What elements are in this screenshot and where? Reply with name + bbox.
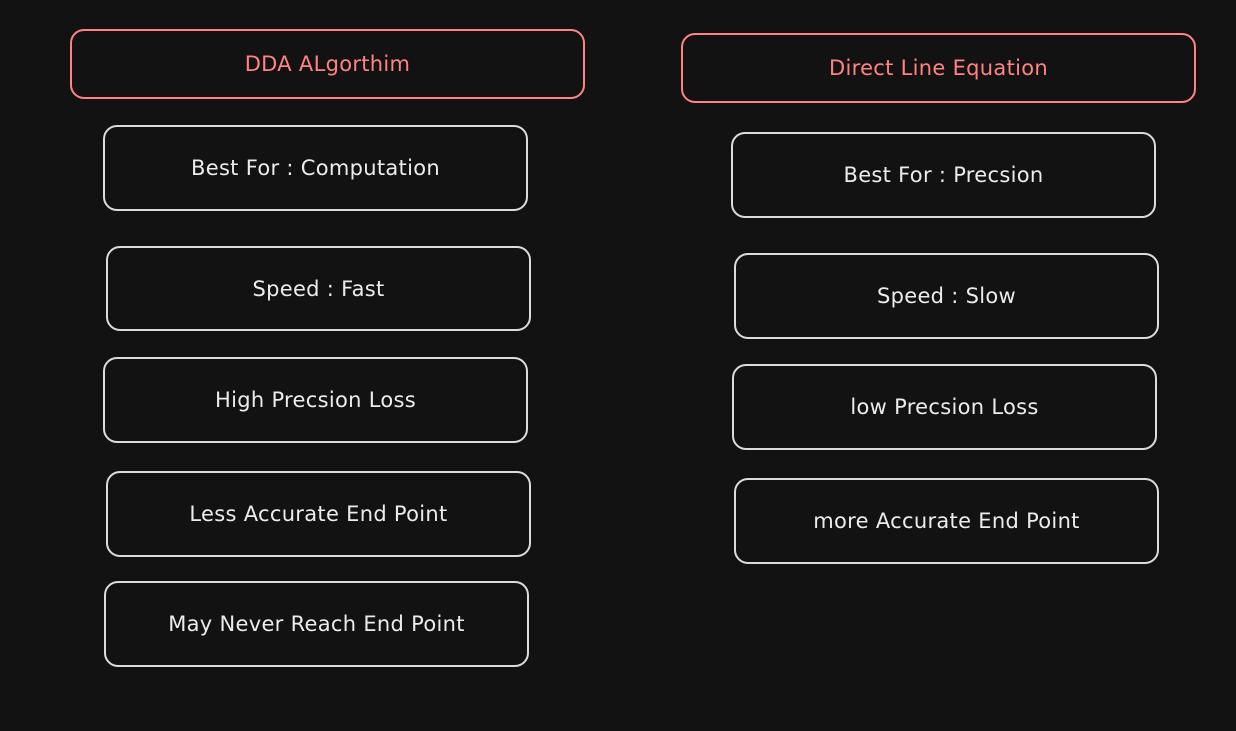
right-item-text: more Accurate End Point: [813, 509, 1080, 533]
left-item-speed: Speed : Fast: [106, 246, 531, 331]
right-header-text: Direct Line Equation: [829, 56, 1048, 80]
right-item-best-for: Best For : Precsion: [731, 132, 1156, 218]
left-header-text: DDA ALgorthim: [244, 52, 411, 76]
right-item-speed: Speed : Slow: [734, 253, 1159, 339]
left-header-box: DDA ALgorthim: [70, 29, 585, 99]
left-item-end-point-accuracy: Less Accurate End Point: [106, 471, 531, 557]
right-item-text: low Precsion Loss: [850, 395, 1039, 419]
left-item-text: Speed : Fast: [252, 276, 385, 301]
left-item-text: Less Accurate End Point: [189, 502, 448, 526]
left-item-text: High Precsion Loss: [215, 388, 416, 412]
left-item-precision-loss: High Precsion Loss: [103, 357, 528, 443]
left-item-text: Best For : Computation: [191, 156, 440, 180]
right-item-text: Best For : Precsion: [843, 163, 1044, 187]
left-item-best-for: Best For : Computation: [103, 125, 528, 211]
left-item-never-reach: May Never Reach End Point: [104, 581, 529, 667]
right-header-box: Direct Line Equation: [681, 33, 1196, 103]
right-item-end-point-accuracy: more Accurate End Point: [734, 478, 1159, 564]
left-item-text: May Never Reach End Point: [168, 612, 465, 636]
right-item-text: Speed : Slow: [876, 284, 1017, 308]
right-item-precision-loss: low Precsion Loss: [732, 364, 1157, 450]
